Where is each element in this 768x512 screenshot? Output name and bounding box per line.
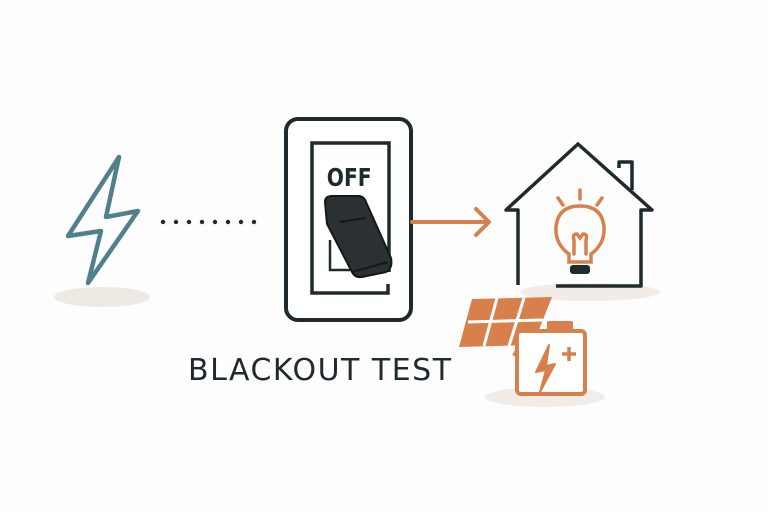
bolt-shadow bbox=[54, 287, 150, 307]
arrow-icon bbox=[410, 207, 491, 237]
battery-icon bbox=[515, 321, 587, 396]
light-bulb-icon bbox=[554, 188, 606, 274]
caption-title: BLACKOUT TEST bbox=[188, 353, 453, 388]
switch-state-label: OFF bbox=[327, 163, 372, 192]
house-icon bbox=[504, 142, 654, 288]
light-switch: OFF bbox=[284, 117, 413, 322]
dotted-connection bbox=[160, 219, 257, 225]
power-bolt-icon bbox=[65, 154, 141, 286]
toggle-lever bbox=[323, 195, 393, 279]
